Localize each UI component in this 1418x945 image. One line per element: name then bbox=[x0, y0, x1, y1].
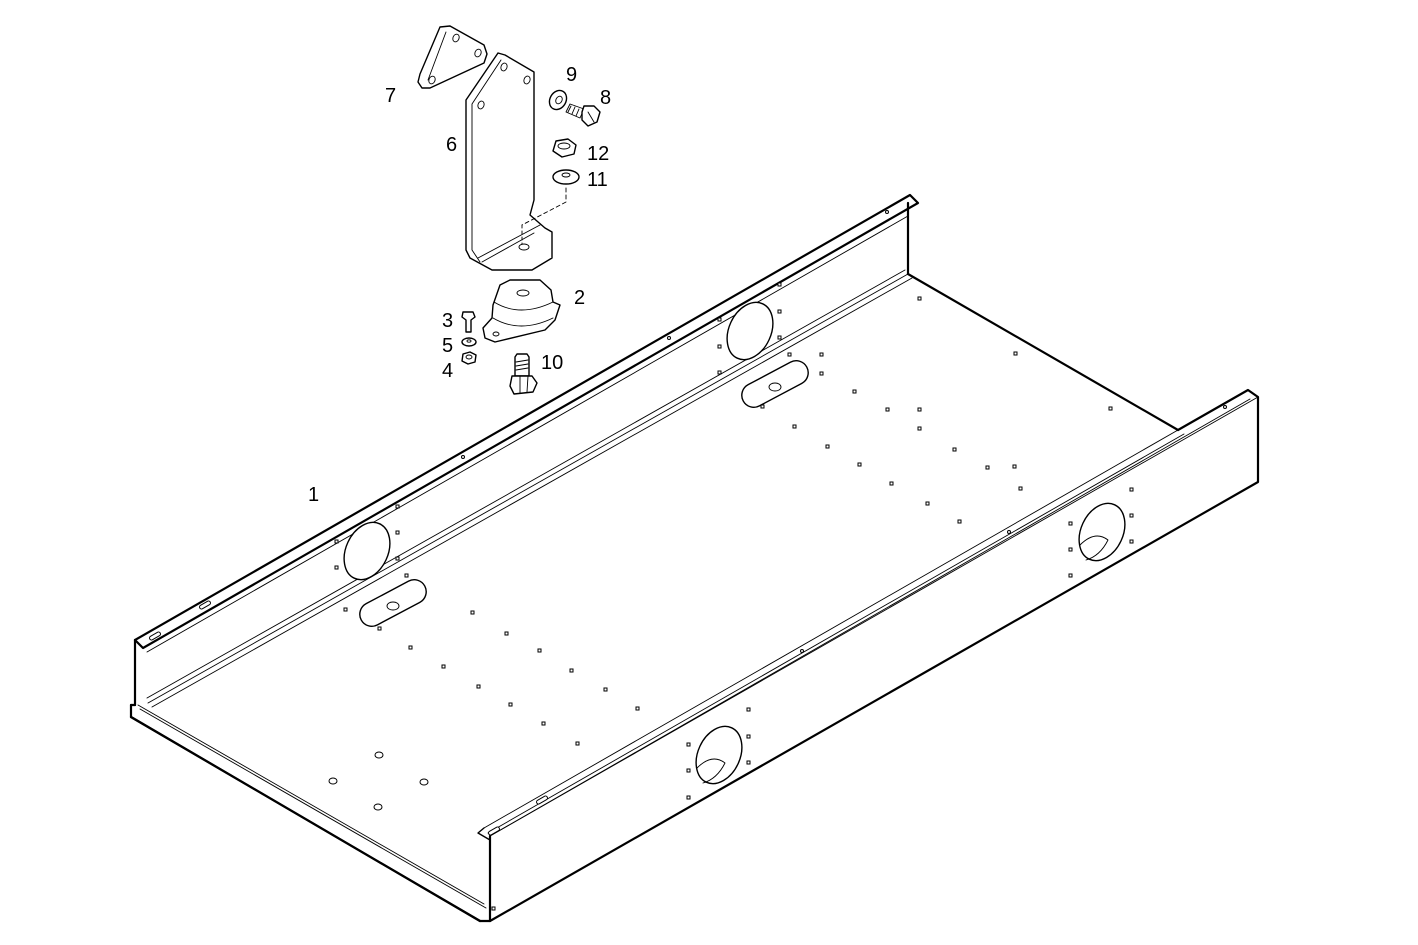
callout-6: 6 bbox=[446, 134, 458, 156]
frame-tray bbox=[129, 193, 1260, 923]
washer-11 bbox=[552, 169, 580, 185]
callout-9: 9 bbox=[566, 64, 578, 86]
l-bracket bbox=[465, 52, 567, 271]
nut-4 bbox=[461, 351, 477, 365]
callout-4: 4 bbox=[442, 360, 454, 382]
hole-pattern bbox=[334, 282, 1134, 800]
callout-7: 7 bbox=[385, 85, 397, 107]
callout-3: 3 bbox=[442, 310, 454, 332]
triangular-plate bbox=[417, 25, 488, 89]
callout-8: 8 bbox=[600, 87, 612, 109]
callout-1: 1 bbox=[308, 484, 320, 506]
washer-9 bbox=[548, 89, 568, 111]
floor-holes bbox=[328, 296, 1113, 911]
rubber-mount bbox=[482, 279, 561, 343]
callout-11: 11 bbox=[587, 169, 608, 191]
callout-12: 12 bbox=[587, 143, 610, 165]
bolt-3 bbox=[461, 311, 476, 333]
washer-5 bbox=[461, 337, 477, 347]
callout-10: 10 bbox=[541, 352, 564, 374]
bolt-8 bbox=[565, 103, 601, 127]
callout-5: 5 bbox=[442, 335, 454, 357]
nut-12 bbox=[552, 138, 577, 158]
callout-2: 2 bbox=[574, 287, 586, 309]
bolt-10 bbox=[509, 353, 538, 395]
